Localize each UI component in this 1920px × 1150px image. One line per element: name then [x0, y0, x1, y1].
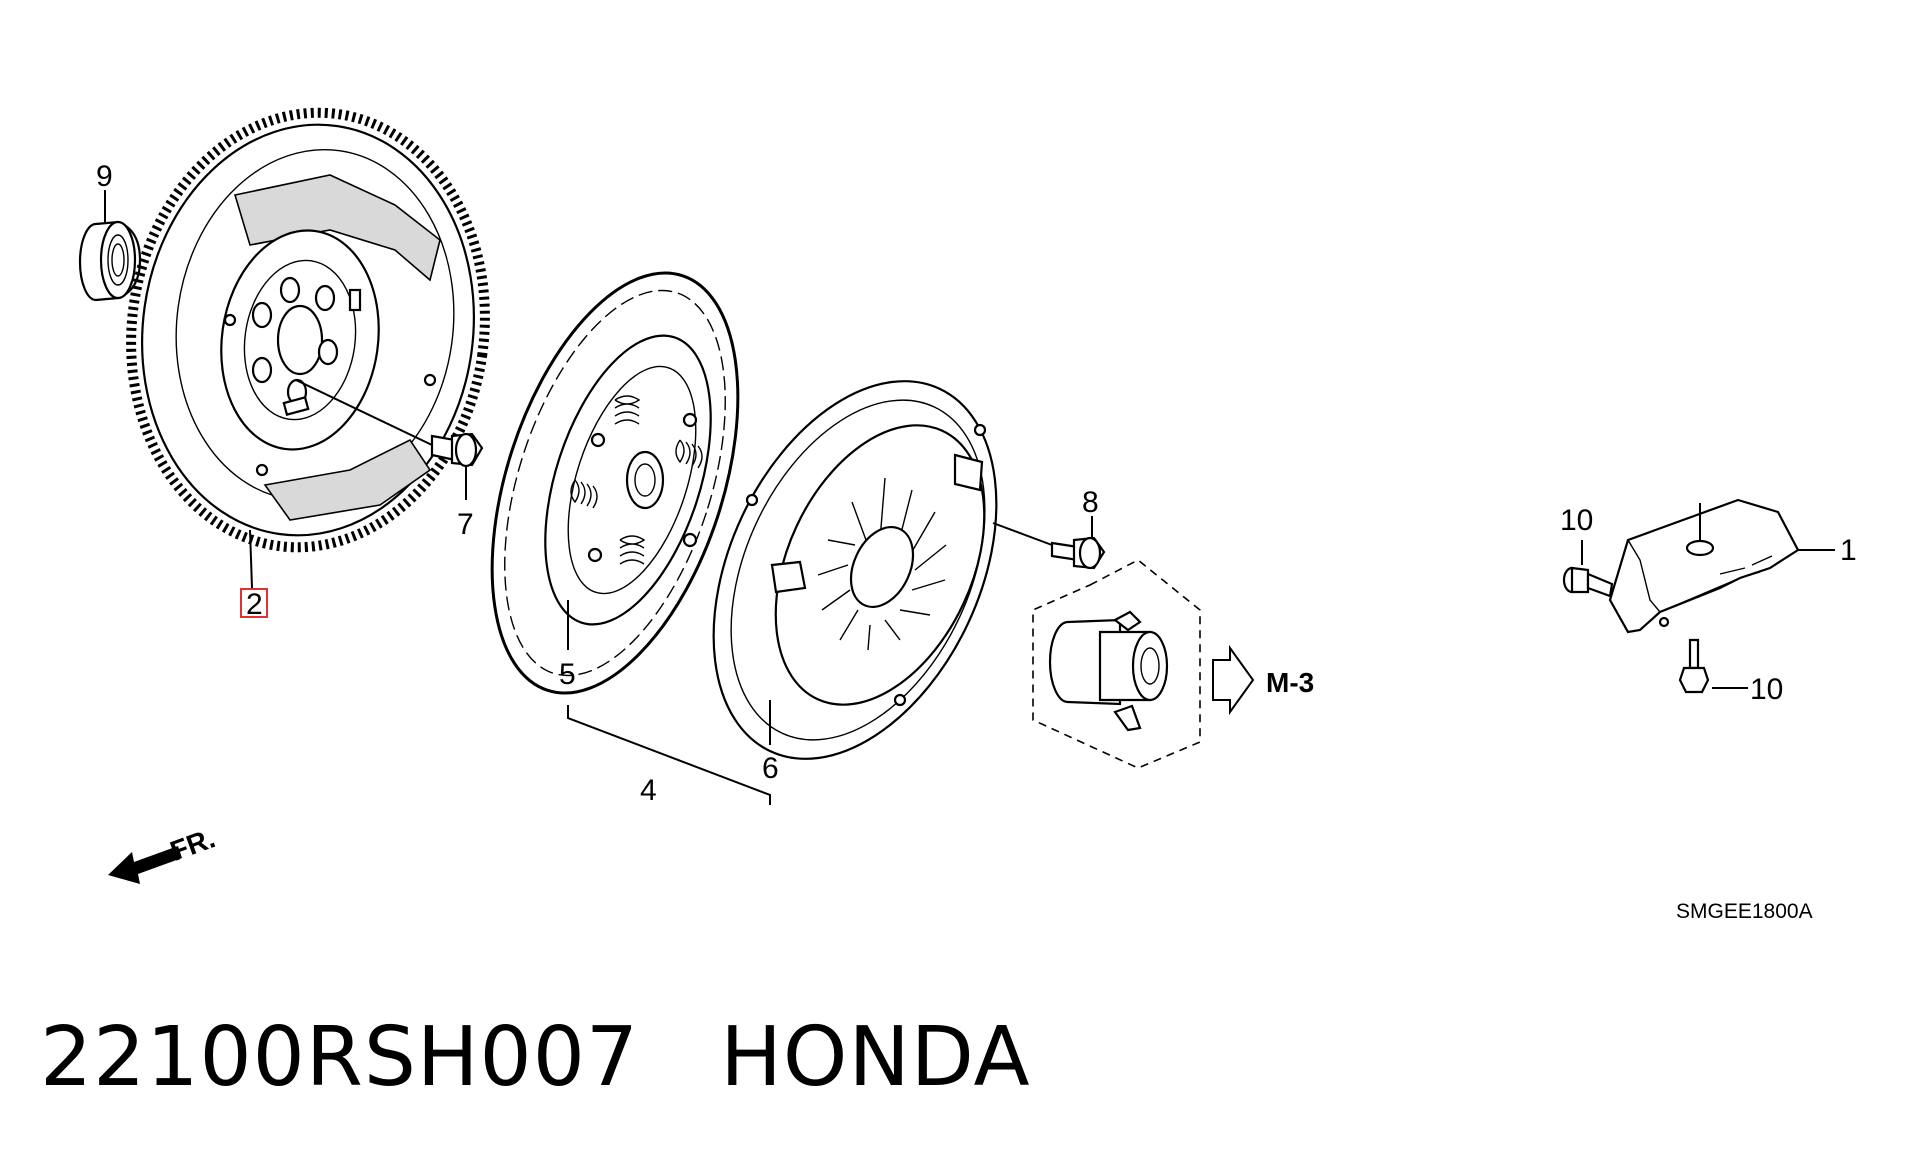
- brand-name: HONDA: [720, 1010, 1031, 1105]
- callout-10-lower: 10: [1750, 673, 1783, 706]
- callout-2-highlight: [240, 588, 268, 618]
- diagram-code: SMGEE1800A: [1676, 900, 1813, 923]
- pressure-plate-bolt-part[interactable]: [1050, 536, 1106, 570]
- part-footer: 22100RSH007 HONDA: [40, 1010, 1031, 1105]
- callout-1: 1: [1840, 534, 1857, 567]
- callout-10-upper: 10: [1560, 504, 1593, 537]
- clutch-disc-part[interactable]: [445, 242, 785, 723]
- callout-6: 6: [762, 752, 779, 785]
- front-direction-icon: [108, 846, 182, 884]
- flywheel-bolt-part[interactable]: [430, 432, 484, 468]
- callout-7: 7: [457, 508, 474, 541]
- cover-bolt-lower-part[interactable]: [1678, 638, 1710, 694]
- release-cover-part[interactable]: [1608, 498, 1800, 634]
- callout-5: 5: [559, 658, 576, 691]
- callout-4: 4: [640, 774, 657, 807]
- reference-label[interactable]: M-3: [1266, 667, 1314, 698]
- flywheel-part[interactable]: [103, 90, 512, 571]
- front-direction-label: FR.: [166, 822, 219, 867]
- pilot-bearing-part[interactable]: [78, 220, 142, 302]
- reference-arrow-icon: [1212, 644, 1255, 716]
- callout-9: 9: [96, 160, 113, 193]
- cover-bolt-upper-part[interactable]: [1562, 566, 1614, 598]
- callout-8: 8: [1082, 486, 1099, 519]
- pressure-plate-part[interactable]: [657, 336, 1053, 804]
- part-number: 22100RSH007: [40, 1010, 640, 1105]
- callout-2: 2: [246, 588, 263, 621]
- release-bearing-part[interactable]: [1032, 559, 1201, 769]
